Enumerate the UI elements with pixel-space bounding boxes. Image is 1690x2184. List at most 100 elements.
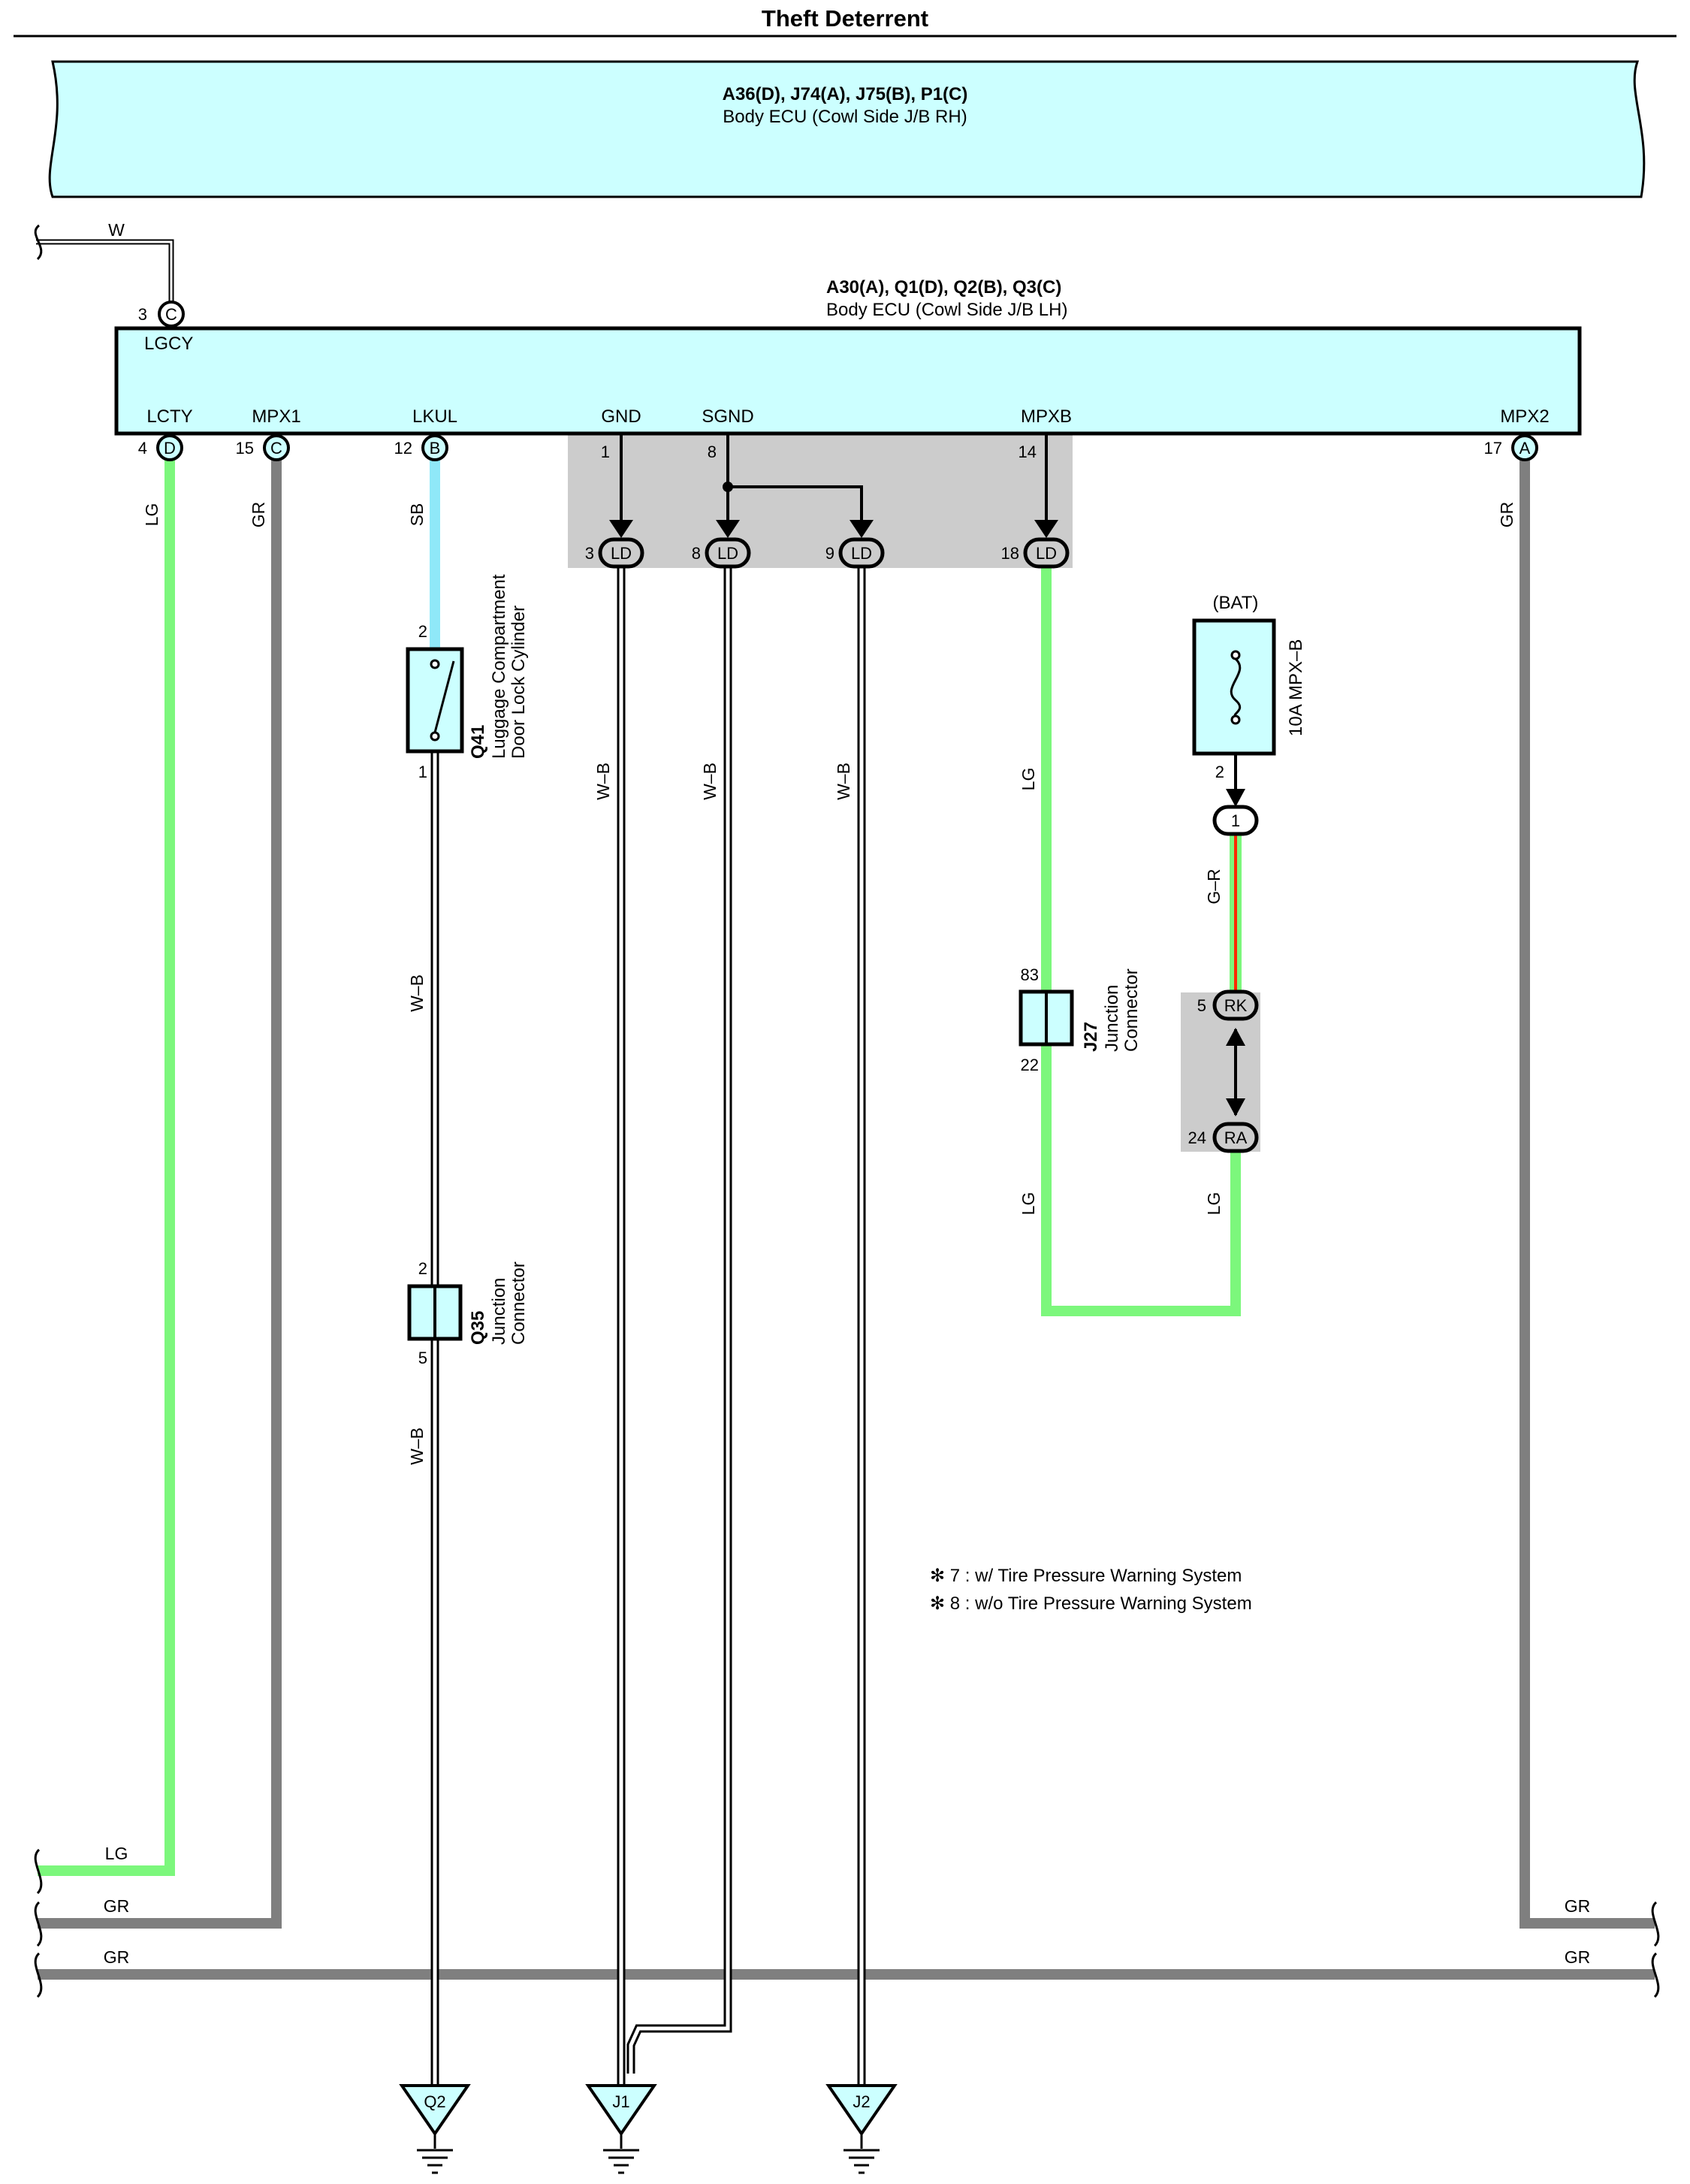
ld-connector-3: LD 3	[585, 537, 644, 569]
ld-connector-8: LD 8	[692, 537, 751, 569]
rk-ra-link	[1226, 1028, 1245, 1116]
wire-g-r	[1230, 832, 1242, 992]
svg-text:B: B	[430, 439, 441, 458]
q35-code: Q35	[468, 1311, 488, 1345]
label-wire-q35-wb: W–B	[407, 1427, 427, 1465]
top-ecu-name: Body ECU (Cowl Side J/B RH)	[723, 107, 967, 127]
pin-label-mpx2: MPX2	[1500, 406, 1549, 427]
svg-text:RK: RK	[1224, 996, 1248, 1015]
ecu-pin-lkul: B 12	[394, 434, 448, 461]
svg-text:A: A	[1519, 439, 1531, 458]
pin-label-mpx1: MPX1	[252, 406, 300, 427]
wire-lcty-lg	[38, 460, 175, 1876]
main-ecu-box: A30(A), Q1(D), Q2(B), Q3(C) Body ECU (Co…	[114, 277, 1582, 436]
svg-text:83: 83	[1021, 965, 1039, 984]
label-wire-lcty: LG	[142, 503, 161, 527]
top-ecu-box: A36(D), J74(A), J75(B), P1(C) Body ECU (…	[48, 60, 1646, 198]
j27-code: J27	[1081, 1022, 1101, 1052]
svg-text:C: C	[270, 439, 282, 458]
svg-text:LD: LD	[851, 544, 872, 563]
ecu-pin-sgnd-number: 8	[708, 443, 717, 461]
svg-text:18: 18	[1001, 544, 1019, 563]
svg-text:1: 1	[418, 763, 427, 781]
ecu-pin-lcty: D 4	[138, 434, 183, 461]
pin-label-gnd: GND	[601, 406, 641, 427]
svg-text:LD: LD	[1036, 544, 1057, 563]
ecu-pin-mpxb-number: 14	[1019, 443, 1037, 461]
q41-name-line2: Door Lock Cylinder	[509, 606, 529, 759]
top-ecu-codes: A36(D), J74(A), J75(B), P1(C)	[723, 84, 968, 104]
q41-name-line1: Luggage Compartment	[489, 574, 509, 759]
wire-mpxb-lg	[1041, 567, 1241, 1316]
ecu-pin-gnd-number: 1	[601, 443, 610, 461]
q35-name-line1: Junction	[489, 1278, 509, 1345]
svg-text:17: 17	[1484, 439, 1502, 458]
svg-text:9: 9	[825, 544, 834, 563]
svg-text:24: 24	[1188, 1128, 1206, 1147]
label-wire-sgnd-wb: W–B	[700, 763, 720, 800]
wire-mpx1-gr	[38, 460, 282, 1929]
label-bottom-right-gr1: GR	[1565, 1896, 1591, 1916]
connector-lgcy: C 3	[138, 301, 185, 328]
q41-switch: 2 1 Q41 Luggage Compartment Door Lock Cy…	[406, 574, 529, 781]
pin-label-sgnd: SGND	[702, 406, 753, 427]
svg-text:22: 22	[1021, 1056, 1039, 1074]
svg-text:3: 3	[585, 544, 594, 563]
svg-text:Q2: Q2	[424, 2092, 445, 2111]
pin-label-lkul: LKUL	[412, 406, 457, 427]
fuse-connector-1: 1	[1212, 805, 1259, 836]
label-wire-lkul: SB	[407, 503, 427, 527]
j27-name-line1: Junction	[1102, 985, 1122, 1052]
svg-text:RA: RA	[1224, 1128, 1248, 1147]
main-ecu-codes: A30(A), Q1(D), Q2(B), Q3(C)	[826, 277, 1061, 298]
ecu-pin-mpx1: C 15	[236, 434, 290, 461]
label-wire-mpx1: GR	[249, 502, 268, 528]
q35-junction-connector: 2 5 Q35 Junction Connector	[407, 1259, 529, 1367]
main-ecu-name: Body ECU (Cowl Side J/B LH)	[826, 300, 1067, 320]
ground-j2: J2	[825, 2084, 898, 2174]
pin-label-lcty: LCTY	[146, 406, 192, 427]
svg-text:5: 5	[418, 1349, 427, 1367]
label-bottom-left-lg: LG	[105, 1844, 128, 1863]
svg-text:J2: J2	[853, 2092, 870, 2111]
svg-text:4: 4	[138, 439, 147, 458]
label-wire-gnd-wb: W–B	[593, 763, 613, 800]
ld-connector-9: LD 9	[825, 537, 885, 569]
lgcy-wire-label: W	[108, 220, 125, 240]
ecu-pin-mpx2: A 17	[1484, 434, 1538, 461]
svg-text:2: 2	[418, 1259, 427, 1278]
ld-connector-18: LD 18	[1001, 537, 1070, 569]
q41-code: Q41	[468, 725, 488, 759]
wire-break-marks	[34, 1848, 1660, 1998]
svg-text:1: 1	[1231, 811, 1240, 830]
svg-text:2: 2	[1215, 763, 1224, 781]
lgcy-label: LGCY	[144, 334, 193, 354]
fuse-name: 10A MPX–B	[1286, 639, 1306, 736]
ld-arrowheads	[609, 520, 1058, 538]
svg-text:8: 8	[692, 544, 701, 563]
connector-ra: RA 24	[1188, 1122, 1259, 1153]
label-bottom-right-gr2: GR	[1565, 1947, 1591, 1967]
sgnd-splice-dot	[723, 482, 733, 492]
wire-wb-group	[430, 567, 866, 2089]
label-wire-ra-lg: LG	[1204, 1192, 1224, 1216]
svg-text:5: 5	[1197, 996, 1206, 1015]
note-7: ✻ 7 : w/ Tire Pressure Warning System	[930, 1566, 1242, 1586]
svg-text:LD: LD	[611, 544, 632, 563]
svg-text:15: 15	[236, 439, 254, 458]
ground-j1: J1	[585, 2084, 657, 2174]
j27-junction-connector: 83 22 J27 Junction Connector	[1019, 965, 1142, 1074]
fuse-10a-mpxb: (BAT) 2 10A MPX–B	[1192, 593, 1306, 807]
page-title: Theft Deterrent	[762, 5, 928, 32]
svg-text:J1: J1	[612, 2092, 629, 2111]
j27-name-line2: Connector	[1121, 968, 1142, 1052]
q35-name-line2: Connector	[509, 1261, 529, 1345]
svg-text:3: 3	[138, 305, 147, 324]
wire-mpx2-gr	[1519, 460, 1655, 1929]
connector-rk: RK 5	[1197, 989, 1259, 1021]
label-bottom-left-gr2: GR	[104, 1947, 130, 1967]
svg-text:12: 12	[394, 439, 412, 458]
svg-text:LD: LD	[717, 544, 738, 563]
fuse-source: (BAT)	[1213, 593, 1259, 613]
label-wire-mpxb-lg: LG	[1019, 768, 1038, 791]
